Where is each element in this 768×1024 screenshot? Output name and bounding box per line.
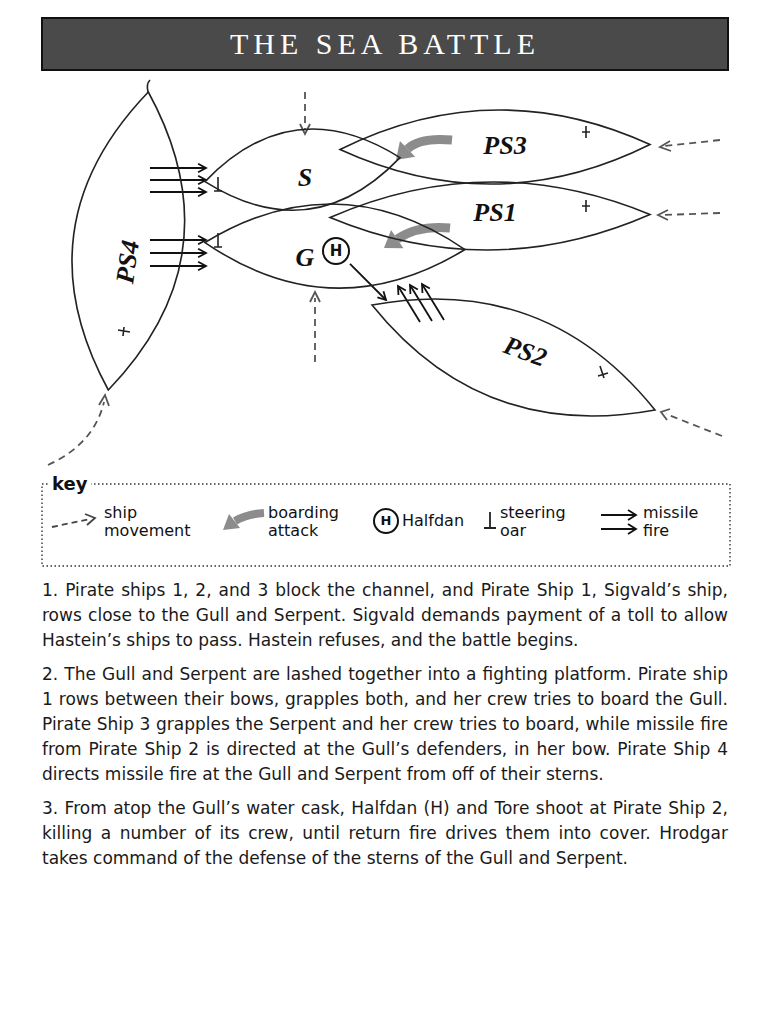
ship-hull: PS1 [324,176,656,256]
movement-head [660,141,671,151]
movement-line [664,140,720,146]
missile-head [198,262,206,271]
movement-head [661,409,670,420]
boarding-body [408,139,452,149]
missile-head [198,188,206,197]
movement-head [99,395,109,406]
missile-head [377,291,386,300]
ship-hull: PS2 [366,293,661,422]
movement-line [314,298,316,362]
legend-text: missile fire [643,504,715,540]
narrative-paragraph: 2. The Gull and Serpent are lashed toget… [42,662,728,787]
missile-head [398,286,406,295]
boarding-body [397,227,450,239]
ship-label: S [298,164,312,192]
boarding-attack-arrow [384,227,450,248]
movement-head [658,210,668,220]
hull-line [205,129,400,210]
steering-oar [118,327,130,336]
steering-oar [582,126,590,138]
hull-line [372,299,655,416]
movement-head [310,292,320,302]
halfdan-sample [374,509,398,533]
narrative-paragraph: 3. From atop the Gull’s water cask, Half… [42,796,728,871]
ship-movement-arrows [48,92,722,465]
missile-head [198,164,206,173]
steering-oar [582,200,590,212]
steering-oar-sample [484,512,496,528]
missile-fire-arrow [422,284,444,320]
ship-hull: PS3 [334,104,656,190]
legend-text: steering oar [500,504,586,540]
narrative: 1. Pirate ships 1, 2, and 3 block the ch… [42,578,728,880]
movement-sample [52,519,90,527]
missile-line [422,284,444,320]
steering-oars [118,80,608,378]
boarding-attack-arrow [396,139,452,160]
missile-fire-arrow [150,249,206,258]
missile-line [150,239,206,241]
title: THE SEA BATTLE [42,18,728,70]
key-heading: key [48,473,91,495]
halfdan-marker: H [322,237,350,265]
missile-line [150,265,206,267]
title-bar [42,18,728,70]
ship-label: PS3 [483,132,526,160]
missile-fire-arrow [350,264,386,300]
ship-hull: S [199,123,406,216]
missile-line [398,286,420,322]
missile-head [198,176,206,185]
movement-line [48,402,104,465]
missile-line [150,252,206,254]
hull-line [72,92,185,390]
missile-head [198,249,206,258]
missile-fire-arrow [398,286,420,322]
ship-hull: PS4 [66,86,191,396]
hull-line [340,110,650,184]
ship-label: PS4 [111,239,145,286]
movement-sample-head [85,514,95,525]
narrative-paragraph: 1. Pirate ships 1, 2, and 3 block the ch… [42,578,728,653]
missile-head [422,284,430,293]
boarding-sample [235,513,264,521]
boarding-sample-head [223,514,240,530]
prow-post [147,80,150,92]
movement-line [662,213,720,215]
ship-label: G [296,244,315,272]
missile-sample [601,524,636,534]
steering-oar [598,366,608,378]
missile-line [410,285,432,321]
hull-line [205,204,465,288]
legend-halfdan-letter: H [381,514,392,528]
ship-hull: GH [199,198,471,294]
legend-text: ship movement [104,504,204,540]
ship-label: PS2 [500,331,550,372]
missile-line [150,191,206,193]
movement-line [666,414,722,436]
legend-text: boarding attack [268,504,358,540]
movement-line [304,92,306,130]
missile-line [150,179,206,181]
missile-fire-arrow [410,285,432,321]
hull-line [330,182,650,250]
missile-head [410,285,418,294]
missile-sample [601,510,636,520]
missile-fire-arrow [150,236,206,245]
key-frame [42,484,730,566]
missile-fire-arrow [150,188,206,197]
missile-fire-arrow [150,176,206,185]
ship-label: PS1 [473,199,516,227]
missile-line [350,264,386,300]
halfdan-letter: H [330,243,343,259]
legend-text: Halfdan [402,512,464,530]
